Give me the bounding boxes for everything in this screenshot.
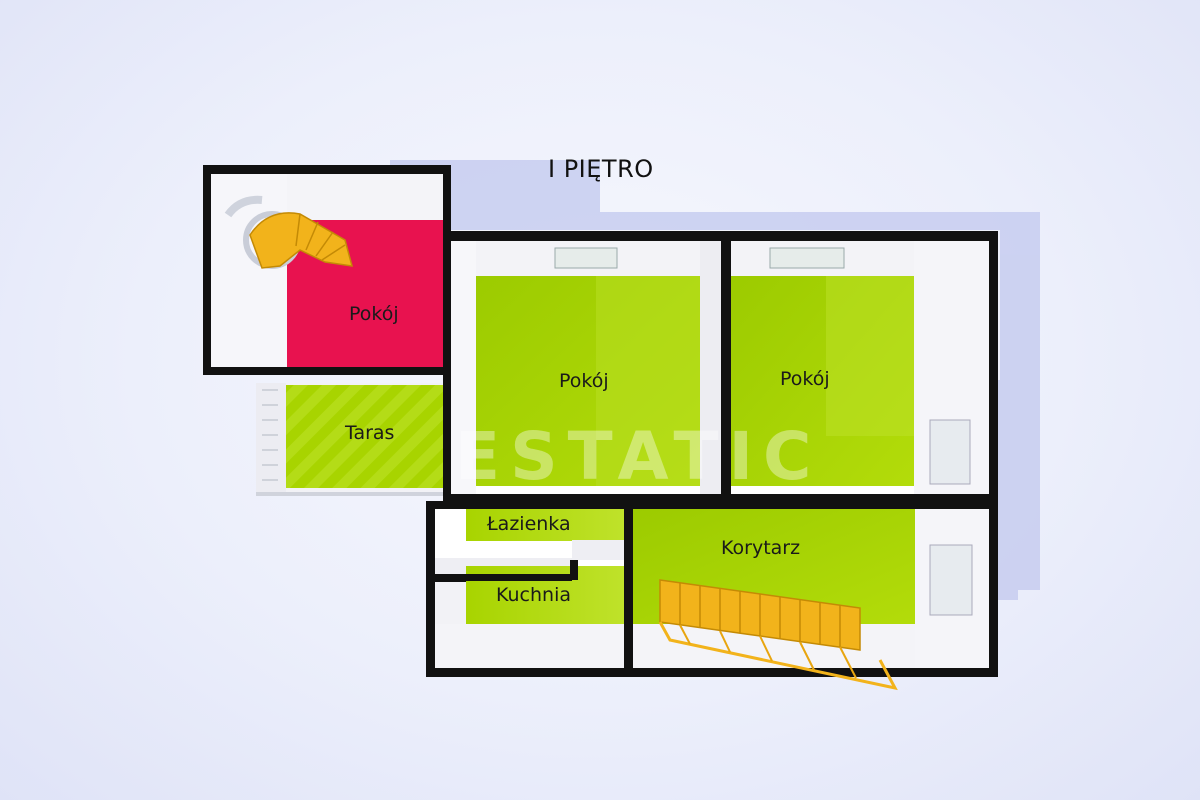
straight-stair: [658, 579, 898, 691]
watermark: ESTATIC: [455, 418, 822, 495]
room-label-pokoj-center: Pokój: [559, 370, 609, 392]
room-label-taras: Taras: [345, 422, 395, 444]
terrace: [256, 383, 443, 496]
floor-title: I PIĘTRO: [548, 155, 654, 183]
room-label-lazienka: Łazienka: [487, 513, 571, 535]
room-lazienka-floor: [466, 509, 624, 541]
window-korytarz: [929, 544, 973, 616]
room-label-pokoj-red: Pokój: [349, 303, 399, 325]
skylight-center: [554, 247, 618, 269]
window-right: [929, 419, 971, 485]
room-label-pokoj-right: Pokój: [780, 368, 830, 390]
skylight-right: [769, 247, 845, 269]
spiral-stair: [224, 195, 354, 269]
room-label-korytarz: Korytarz: [721, 537, 801, 559]
room-label-kuchnia: Kuchnia: [496, 584, 572, 606]
